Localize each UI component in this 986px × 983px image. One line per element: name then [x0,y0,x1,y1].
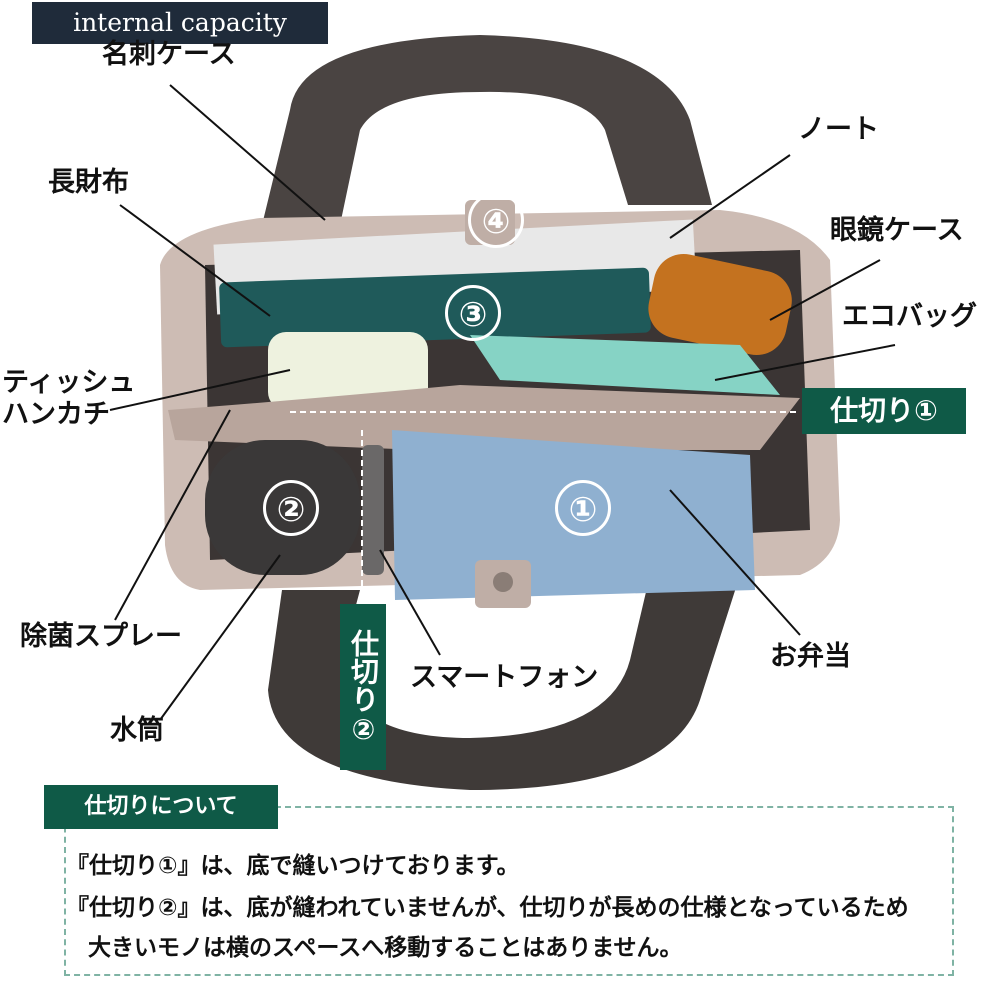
label-water-bottle: 水筒 [110,715,164,746]
label-long-wallet: 長財布 [48,167,129,198]
top-strap [262,35,712,225]
label-sanitizer-spray: 除菌スプレー [20,621,182,652]
label-smartphone: スマートフォン [410,662,599,693]
divider-1-panel [168,385,800,450]
label-tissue: ティッシュ [2,367,136,398]
glasses-case [648,253,792,356]
compartment-number-3: ③ [445,285,501,341]
label-lunch: お弁当 [770,641,851,672]
snap-button [493,572,513,592]
bottom-strap [268,575,740,790]
internal-capacity-header: internal capacity [32,2,328,44]
label-glasses-case: 眼鏡ケース [830,215,964,246]
smartphone [362,445,384,575]
compartment-number-1: ① [555,480,611,536]
tag-divider-2: 仕切り② [340,604,386,770]
compartment-number-2: ② [263,480,319,536]
compartment-number-4: ④ [468,192,524,248]
wallet [219,267,651,348]
tag-divider-1: 仕切り① [802,388,966,434]
label-notebook: ノート [798,114,879,145]
divider-note-title: 仕切りについて [44,785,278,829]
eco-bag [470,335,780,395]
note-line-2: 『仕切り②』は、底が縫われていませんが、仕切りが長めの仕様となっているため [66,895,909,921]
towel [268,332,428,410]
note-line-3: 大きいモノは横のスペースへ移動することはありません。 [88,935,683,961]
note-line-1: 『仕切り①』は、底で縫いつけております。 [66,853,520,879]
label-card-case: 名刺ケース [102,39,236,70]
divider-note-box [64,806,954,976]
leader-lines [109,84,896,721]
label-eco-bag: エコバッグ [842,301,977,332]
label-handkerchief: ハンカチ [2,399,110,430]
